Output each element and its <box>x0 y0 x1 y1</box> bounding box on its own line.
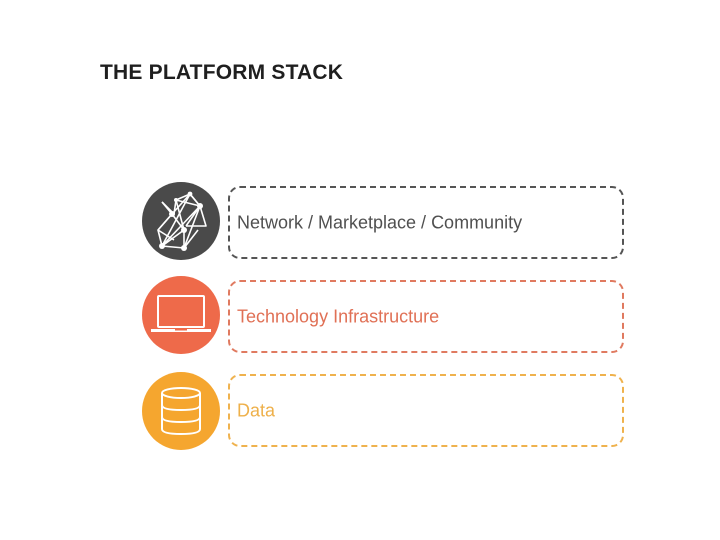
data-icon-circle <box>142 372 220 450</box>
slide-title: THE PLATFORM STACK <box>100 61 344 84</box>
database-icon <box>161 387 201 436</box>
network-layer-label: Network / Marketplace / Community <box>237 212 523 232</box>
data-layer-box: Data <box>228 374 624 447</box>
stack-layer-network: Network / Marketplace / Community <box>0 181 720 261</box>
network-icon-circle <box>142 182 220 260</box>
technology-layer-label: Technology Infrastructure <box>237 306 440 326</box>
technology-icon-circle <box>142 276 220 354</box>
data-layer-label: Data <box>237 400 276 420</box>
laptop-icon <box>151 295 211 332</box>
technology-layer-box: Technology Infrastructure <box>228 280 624 353</box>
stack-layer-data: Data <box>0 369 720 450</box>
stack-layer-technology: Technology Infrastructure <box>0 275 720 355</box>
network-layer-box: Network / Marketplace / Community <box>228 186 624 259</box>
network-graph-icon <box>157 191 207 251</box>
